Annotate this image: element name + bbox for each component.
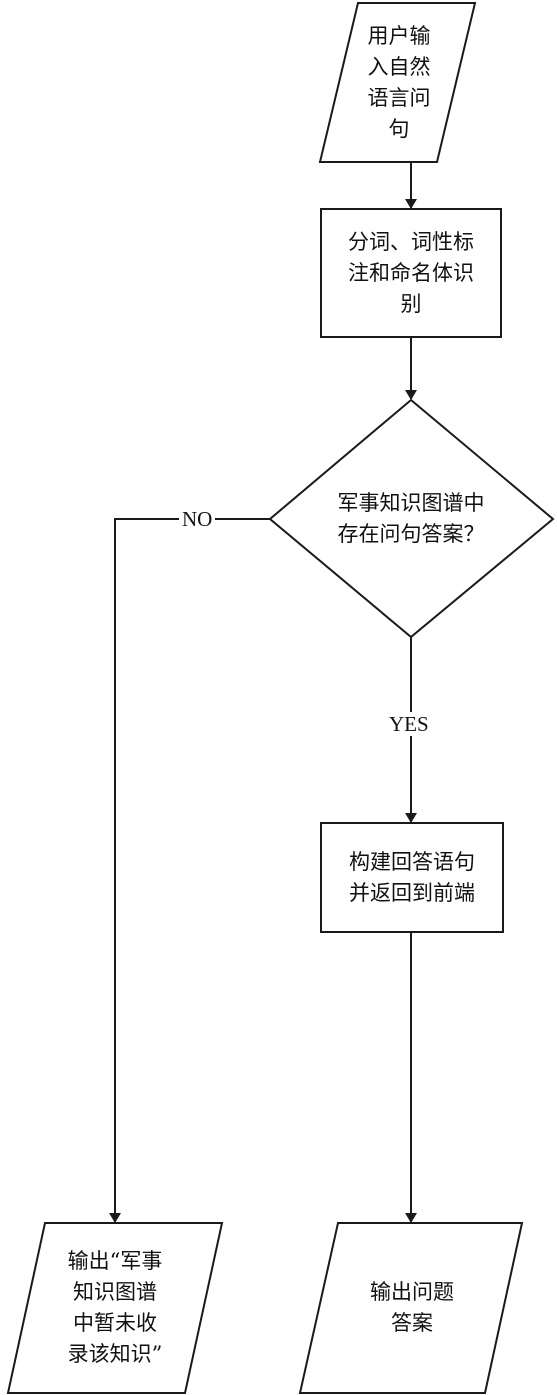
label-line: 中暂未收 [73, 1311, 157, 1335]
segmentation-box [320, 208, 502, 338]
label-line: 语言问 [367, 85, 431, 110]
label-line: 军事知识图谱中 [337, 491, 485, 515]
label-line: 构建回答语句 [349, 849, 475, 874]
label-line: 注和命名体识 [348, 260, 474, 285]
label-line: 用户输 [367, 23, 431, 48]
label-line: 别 [400, 291, 422, 316]
input-label-lines: 用户输入自然语言问句 [368, 21, 431, 145]
label-line: 输出问题 [370, 1280, 454, 1304]
arrow-decision-no [109, 518, 270, 1223]
label-line: 分词、词性标 [348, 229, 474, 254]
label-line: 答案 [391, 1311, 433, 1335]
label-line: 并返回到前端 [349, 880, 475, 905]
build-answer-label: 构建回答语句并返回到前端 [321, 823, 503, 932]
label-line: 输出“军事 [67, 1249, 163, 1273]
input-label: 用户输入自然语言问句 [345, 3, 453, 162]
build-answer-label-lines: 构建回答语句并返回到前端 [349, 847, 475, 909]
build-answer-box [320, 822, 504, 933]
output-answer-label: 输出问题答案 [330, 1223, 494, 1393]
label-line: 入自然 [367, 54, 431, 79]
label-line: 存在问句答案？ [337, 522, 485, 546]
output-not-found-parallelogram [6, 1222, 224, 1394]
input-parallelogram [318, 2, 477, 163]
output-answer-label-lines: 输出问题答案 [370, 1277, 454, 1339]
label-line: 知识图谱 [73, 1280, 157, 1304]
output-answer-parallelogram [298, 1222, 524, 1394]
label-line: 录该知识” [67, 1342, 163, 1366]
decision-label-lines: 军事知识图谱中存在问句答案？ [338, 488, 485, 550]
segmentation-label: 分词、词性标注和命名体识别 [321, 209, 501, 337]
label-line: 句 [388, 116, 410, 141]
output-not-found-label: 输出“军事知识图谱中暂未收录该知识” [35, 1223, 195, 1393]
segmentation-label-lines: 分词、词性标注和命名体识别 [348, 227, 474, 320]
yes-edge-label: YES [386, 712, 432, 736]
decision-label: 军事知识图谱中存在问句答案？ [300, 469, 522, 569]
no-edge-label: NO [179, 507, 216, 531]
output-not-found-label-lines: 输出“军事知识图谱中暂未收录该知识” [68, 1246, 163, 1370]
